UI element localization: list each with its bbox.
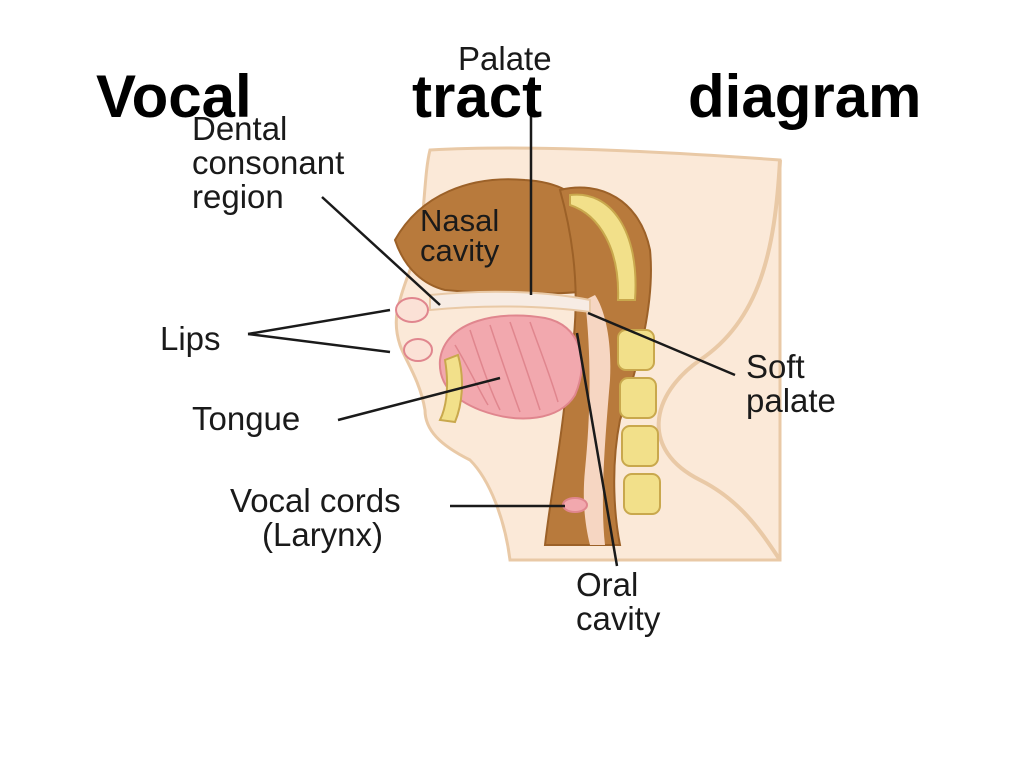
label-tongue: Tongue	[192, 400, 301, 437]
lips-leader-lower	[247, 332, 391, 354]
label-lips: Lips	[160, 320, 221, 357]
label-dental-line2: consonant	[192, 144, 345, 181]
label-palate: Palate	[458, 40, 552, 77]
lips-leader-upper	[247, 308, 391, 336]
airway	[583, 295, 611, 545]
leader-lines	[247, 82, 736, 567]
tongue-leader	[337, 376, 501, 422]
label-oral-line1: Oral	[576, 566, 639, 603]
soft-palate-leader	[587, 311, 736, 377]
oral-leader	[575, 332, 619, 567]
neck-curve	[656, 159, 782, 562]
label-nasal-line2: cavity	[420, 233, 500, 268]
spine	[569, 193, 661, 515]
dental-leader	[321, 196, 441, 306]
label-cords-line2: (Larynx)	[262, 516, 384, 553]
label-dental-line3: region	[192, 178, 284, 215]
jaw-bone	[438, 353, 463, 424]
upper-lip	[395, 297, 429, 323]
tongue-shape	[438, 314, 583, 420]
lower-lip	[403, 338, 433, 362]
label-cords-line1: Vocal cords	[230, 482, 401, 519]
label-nasal-line1: Nasal	[420, 203, 500, 238]
label-oral-line2: cavity	[576, 600, 661, 637]
tongue-striations	[454, 321, 559, 413]
title-word-diagram: diagram	[688, 63, 922, 130]
palate-band	[429, 290, 591, 314]
label-dental-line1: Dental	[192, 110, 288, 147]
label-soft-line1: Soft	[746, 348, 805, 385]
vocal-cords-shape	[562, 497, 588, 513]
label-soft-line2: palate	[746, 382, 836, 419]
title-word-vocal: Vocal	[96, 63, 252, 130]
title-word-tract: tract	[412, 63, 543, 130]
